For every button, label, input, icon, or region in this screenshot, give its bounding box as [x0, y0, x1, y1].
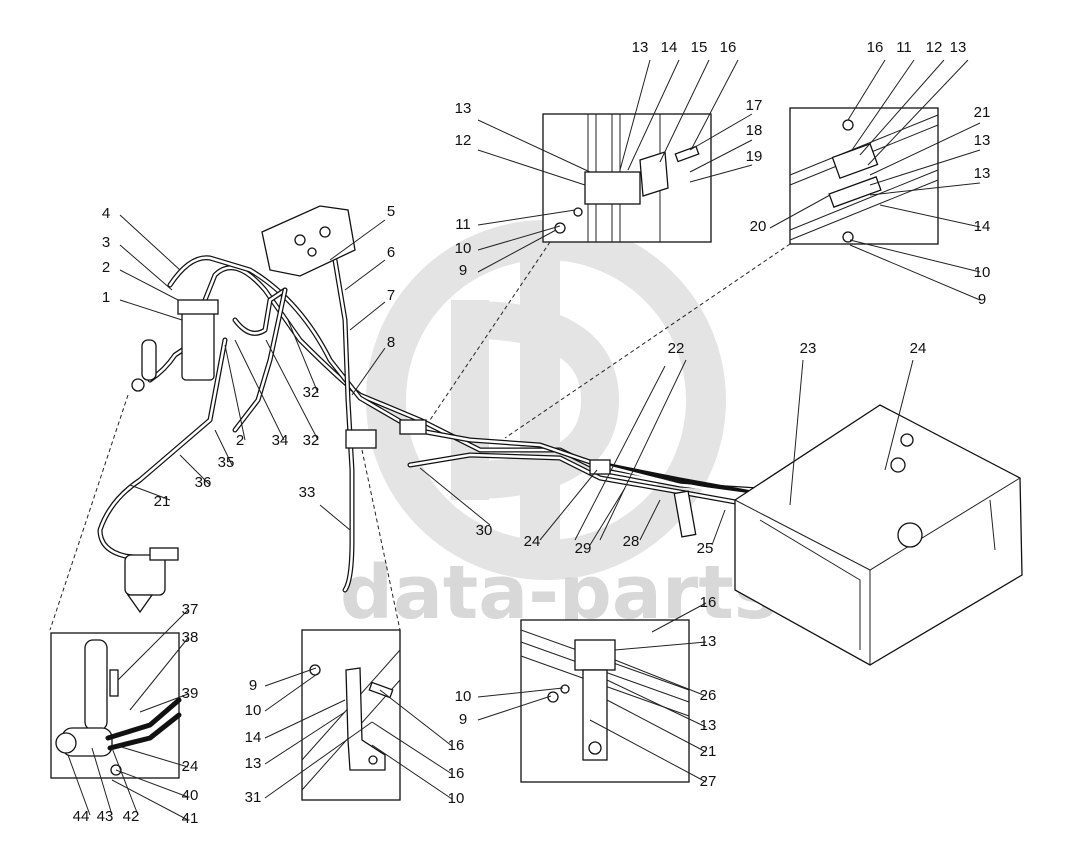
- callout-label: 16: [867, 39, 884, 56]
- fuel-tank: [734, 404, 1023, 666]
- reference-lines: [49, 241, 791, 631]
- callout-label: 14: [245, 729, 262, 746]
- callout-label: 31: [245, 789, 262, 806]
- callout-label: 8: [387, 334, 395, 351]
- callout-label: 9: [459, 262, 467, 279]
- callout-label: 24: [524, 533, 541, 550]
- callout-label: 10: [974, 264, 991, 281]
- callout-label: 21: [700, 743, 717, 760]
- callout-label: 13: [455, 100, 472, 117]
- callout-label: 33: [299, 484, 316, 501]
- callout-label: 11: [455, 216, 471, 233]
- callout-label: 39: [182, 685, 199, 702]
- watermark-logo: [366, 220, 726, 580]
- callout-label: 17: [746, 97, 763, 114]
- callout-label: 35: [218, 454, 235, 471]
- callout-label: 2: [236, 432, 244, 449]
- callout-label: 13: [974, 165, 991, 182]
- callout-label: 9: [249, 677, 257, 694]
- callout-label: 37: [182, 601, 199, 618]
- callout-label: 24: [182, 758, 199, 775]
- callout-label: 20: [750, 218, 767, 235]
- callout-label: 14: [661, 39, 678, 56]
- callout-label: 13: [974, 132, 991, 149]
- callout-label: 16: [700, 594, 717, 611]
- callout-label: 24: [910, 340, 927, 357]
- callout-label: 19: [746, 148, 763, 165]
- callout-label: 2: [102, 259, 110, 276]
- callout-label: 7: [387, 287, 395, 304]
- callout-label: 25: [697, 540, 714, 557]
- callout-label: 30: [476, 522, 493, 539]
- callout-label: 16: [720, 39, 737, 56]
- callout-label: 9: [978, 291, 986, 308]
- sediment-bowl: [124, 547, 179, 614]
- fuel-filter: [131, 299, 219, 392]
- callout-label: 36: [195, 474, 212, 491]
- detail-bracket-bottom-center: [301, 629, 401, 801]
- callout-label: 22: [668, 340, 685, 357]
- callout-label: 6: [387, 244, 395, 261]
- callout-label: 10: [245, 702, 262, 719]
- callout-label: 15: [691, 39, 708, 56]
- callout-label: 42: [123, 808, 140, 825]
- callout-label: 21: [974, 104, 991, 121]
- clamp-30: [399, 419, 427, 435]
- callout-label: 43: [97, 808, 114, 825]
- callout-label: 26: [700, 687, 717, 704]
- clamp-29: [589, 459, 611, 475]
- bracket-28: [673, 490, 697, 538]
- callout-label: 34: [272, 432, 289, 449]
- callout-label: 16: [448, 765, 465, 782]
- callout-label: 14: [974, 218, 991, 235]
- callout-label: 5: [387, 203, 395, 220]
- callout-label: 10: [448, 790, 465, 807]
- callout-label: 13: [700, 633, 717, 650]
- callout-label: 13: [632, 39, 649, 56]
- callout-label: 3: [102, 234, 110, 251]
- callout-label: 18: [746, 122, 763, 139]
- callout-label: 1: [102, 289, 110, 306]
- leader-lines: [67, 59, 981, 821]
- callout-label: 29: [575, 540, 592, 557]
- callout-label: 32: [303, 432, 320, 449]
- callout-label: 23: [800, 340, 817, 357]
- callout-label: 13: [700, 717, 717, 734]
- callout-label: 11: [896, 39, 912, 56]
- callout-label: 10: [455, 688, 472, 705]
- callout-label: 28: [623, 533, 640, 550]
- callout-label: 12: [926, 39, 943, 56]
- callout-label: 10: [455, 240, 472, 257]
- detail-clamp-top-center: [542, 113, 712, 243]
- callout-label: 21: [154, 493, 171, 510]
- callout-label: 41: [182, 810, 199, 827]
- callout-label: 12: [455, 132, 472, 149]
- callout-label: 9: [459, 711, 467, 728]
- callout-label: 44: [73, 808, 90, 825]
- engine-block: [261, 205, 356, 277]
- callout-label: 38: [182, 629, 199, 646]
- callout-label: 13: [245, 755, 262, 772]
- callout-label: 32: [303, 384, 320, 401]
- detail-clamp-bottom-right: [520, 619, 690, 783]
- callout-label: 4: [102, 205, 110, 222]
- callout-label: 16: [448, 737, 465, 754]
- callout-label: 27: [700, 773, 717, 790]
- callout-label: 13: [950, 39, 967, 56]
- detail-clamp-top-right: [789, 107, 939, 245]
- clamp-33: [345, 429, 377, 449]
- callout-label: 40: [182, 787, 199, 804]
